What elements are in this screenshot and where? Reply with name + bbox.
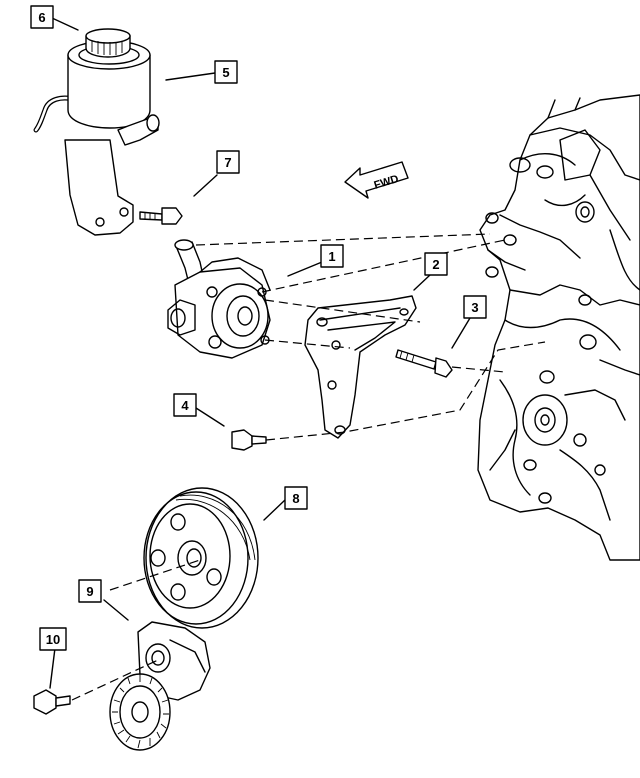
callout-8: 8: [284, 486, 308, 510]
callout-1: 1: [320, 244, 344, 268]
leader-lines: [49, 17, 471, 689]
callout-2: 2: [424, 252, 448, 276]
callout-5: 5: [214, 60, 238, 84]
callout-9: 9: [78, 579, 102, 603]
callout-10: 10: [39, 627, 67, 651]
callout-6: 6: [30, 5, 54, 29]
tensioner-bolt: [33, 689, 71, 715]
callout-1-label: 1: [328, 249, 335, 264]
callout-7-label: 7: [224, 155, 231, 170]
callout-9-label: 9: [86, 584, 93, 599]
bracket-bolt: [231, 429, 267, 451]
belt-tensioner: [109, 621, 211, 751]
callout-4: 4: [173, 393, 197, 417]
fwd-direction-arrow: FWD: [344, 161, 409, 199]
callout-4-label: 4: [181, 398, 189, 413]
power-steering-pump: [167, 239, 271, 359]
reservoir: [33, 40, 160, 236]
pump-pulley: [143, 487, 259, 629]
callout-7: 7: [216, 150, 240, 174]
callout-8-label: 8: [292, 491, 299, 506]
engine-block: [477, 94, 640, 561]
callout-5-label: 5: [222, 65, 229, 80]
assembly-lines: [71, 233, 546, 701]
bracket-long-bolt: [395, 349, 453, 378]
reservoir-cap: [85, 28, 131, 58]
callout-3-label: 3: [471, 300, 478, 315]
pump-bracket: [304, 295, 417, 439]
callout-3: 3: [463, 295, 487, 319]
callout-10-label: 10: [46, 632, 60, 647]
reservoir-bolt: [139, 207, 183, 225]
callout-6-label: 6: [38, 10, 45, 25]
callout-2-label: 2: [432, 257, 439, 272]
